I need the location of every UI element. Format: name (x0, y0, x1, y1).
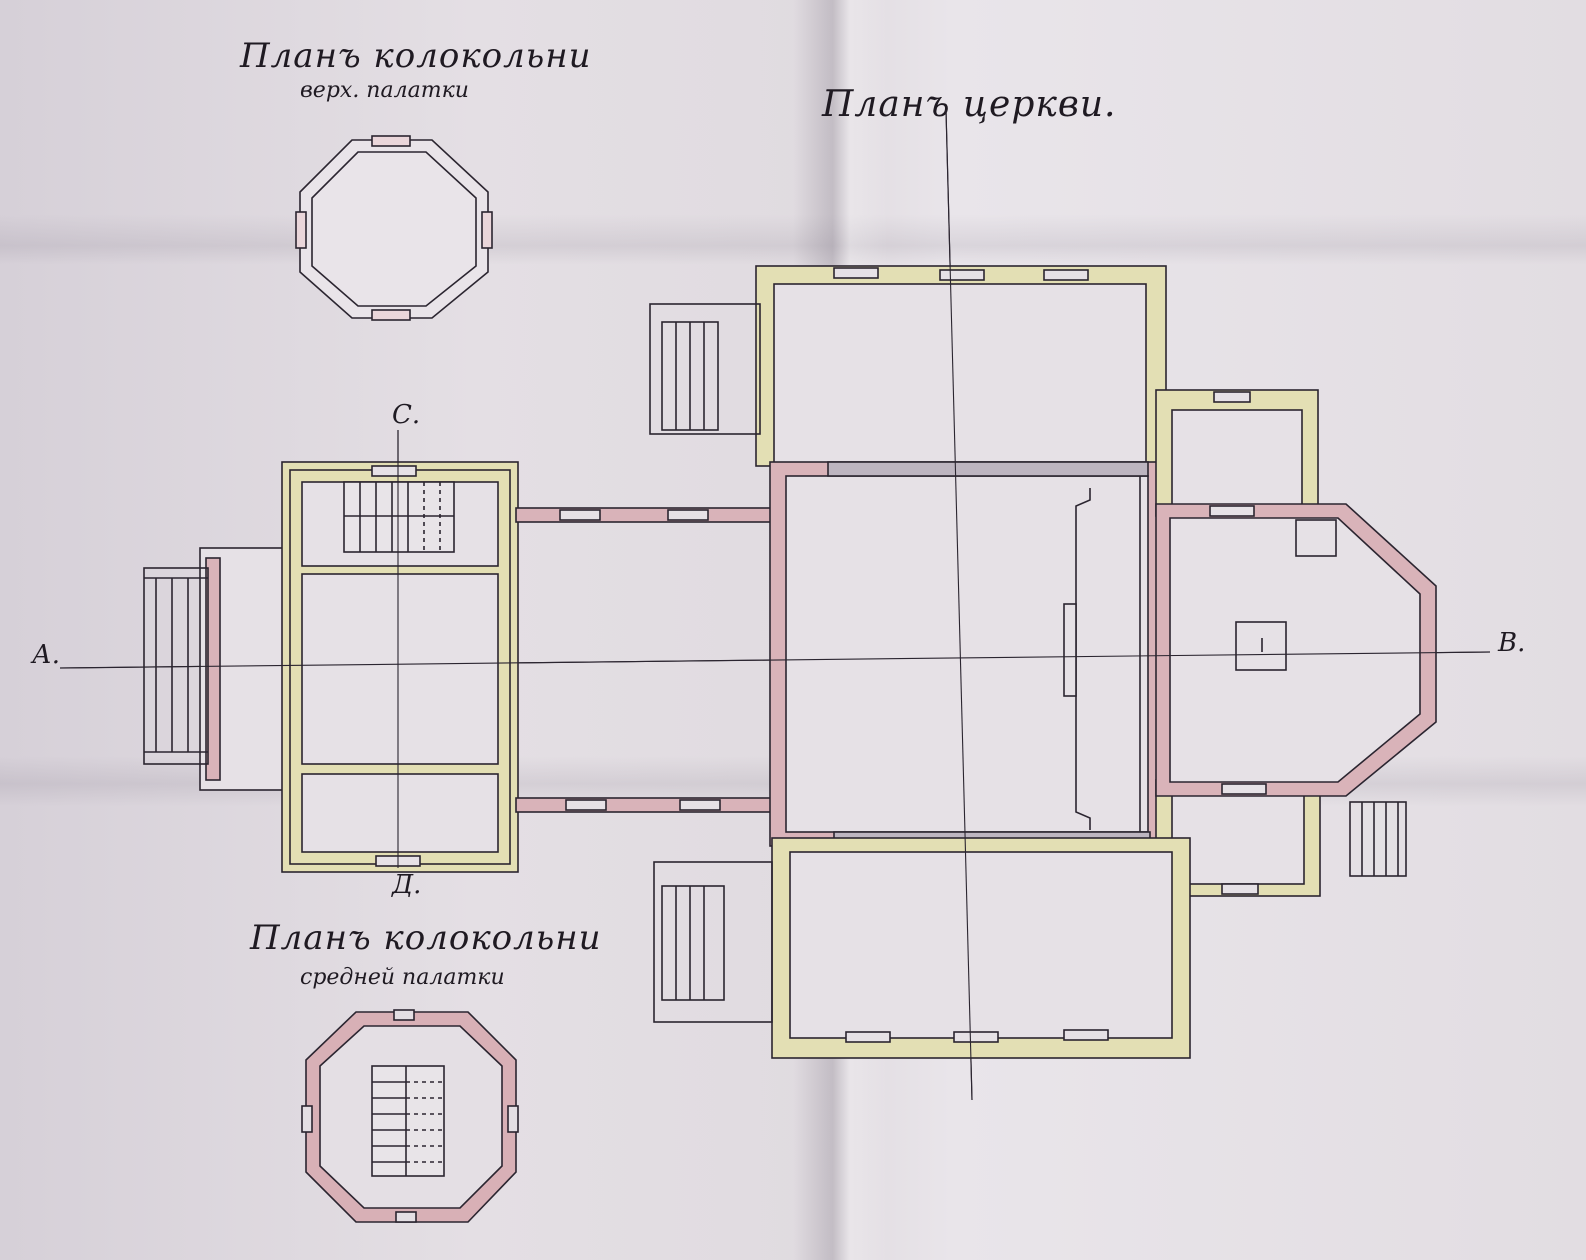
window-apse-s (1221, 783, 1267, 795)
stair-tower (343, 481, 455, 553)
window-nc-1 (833, 267, 879, 279)
refectory-walls (515, 507, 779, 813)
subtitle-bell-top: верх. палатки (300, 78, 469, 103)
window-tower-n (371, 465, 417, 477)
section-mark-a: А. (32, 640, 60, 670)
window-sc-1 (845, 1031, 891, 1043)
window-ref-s2 (679, 799, 721, 811)
bell-mid-octagon (301, 1009, 519, 1223)
church-plan (649, 265, 1437, 1059)
window-ea-n (1213, 391, 1251, 403)
window-ref-n2 (667, 509, 709, 521)
window-bt-4 (481, 211, 493, 249)
window-bt-3 (295, 211, 307, 249)
window-sc-2 (953, 1031, 999, 1043)
section-mark-c: С. (392, 400, 421, 430)
bell-tower-plan (143, 461, 519, 873)
window-ref-n1 (559, 509, 601, 521)
iconostasis (1063, 603, 1077, 697)
section-mark-d: Д. (392, 870, 422, 900)
title-bell-mid: Планъ колокольни (250, 918, 602, 958)
steps-east (1349, 801, 1407, 877)
window-bt-2 (371, 309, 411, 321)
window-bm-1 (393, 1009, 415, 1021)
steps-south (653, 861, 773, 1023)
window-nc-3 (1043, 269, 1089, 281)
bell-top-octagon (295, 135, 493, 321)
stair-bm (371, 1065, 445, 1177)
window-bt-1 (371, 135, 411, 147)
window-apse-n (1209, 505, 1255, 517)
subtitle-bell-mid: средней палатки (300, 965, 505, 990)
title-bell-top: Планъ колокольни (240, 36, 592, 76)
window-sc-3 (1063, 1029, 1109, 1041)
window-bm-3 (301, 1105, 313, 1133)
window-bm-4 (507, 1105, 519, 1133)
window-nc-2 (939, 269, 985, 281)
section-mark-b: В. (1498, 628, 1526, 658)
title-church: Планъ церкви. (822, 84, 1117, 125)
altar (1235, 621, 1287, 671)
window-ref-s1 (565, 799, 607, 811)
window-bm-2 (395, 1211, 417, 1223)
window-ea-s (1221, 883, 1259, 895)
steps-north (649, 303, 761, 435)
